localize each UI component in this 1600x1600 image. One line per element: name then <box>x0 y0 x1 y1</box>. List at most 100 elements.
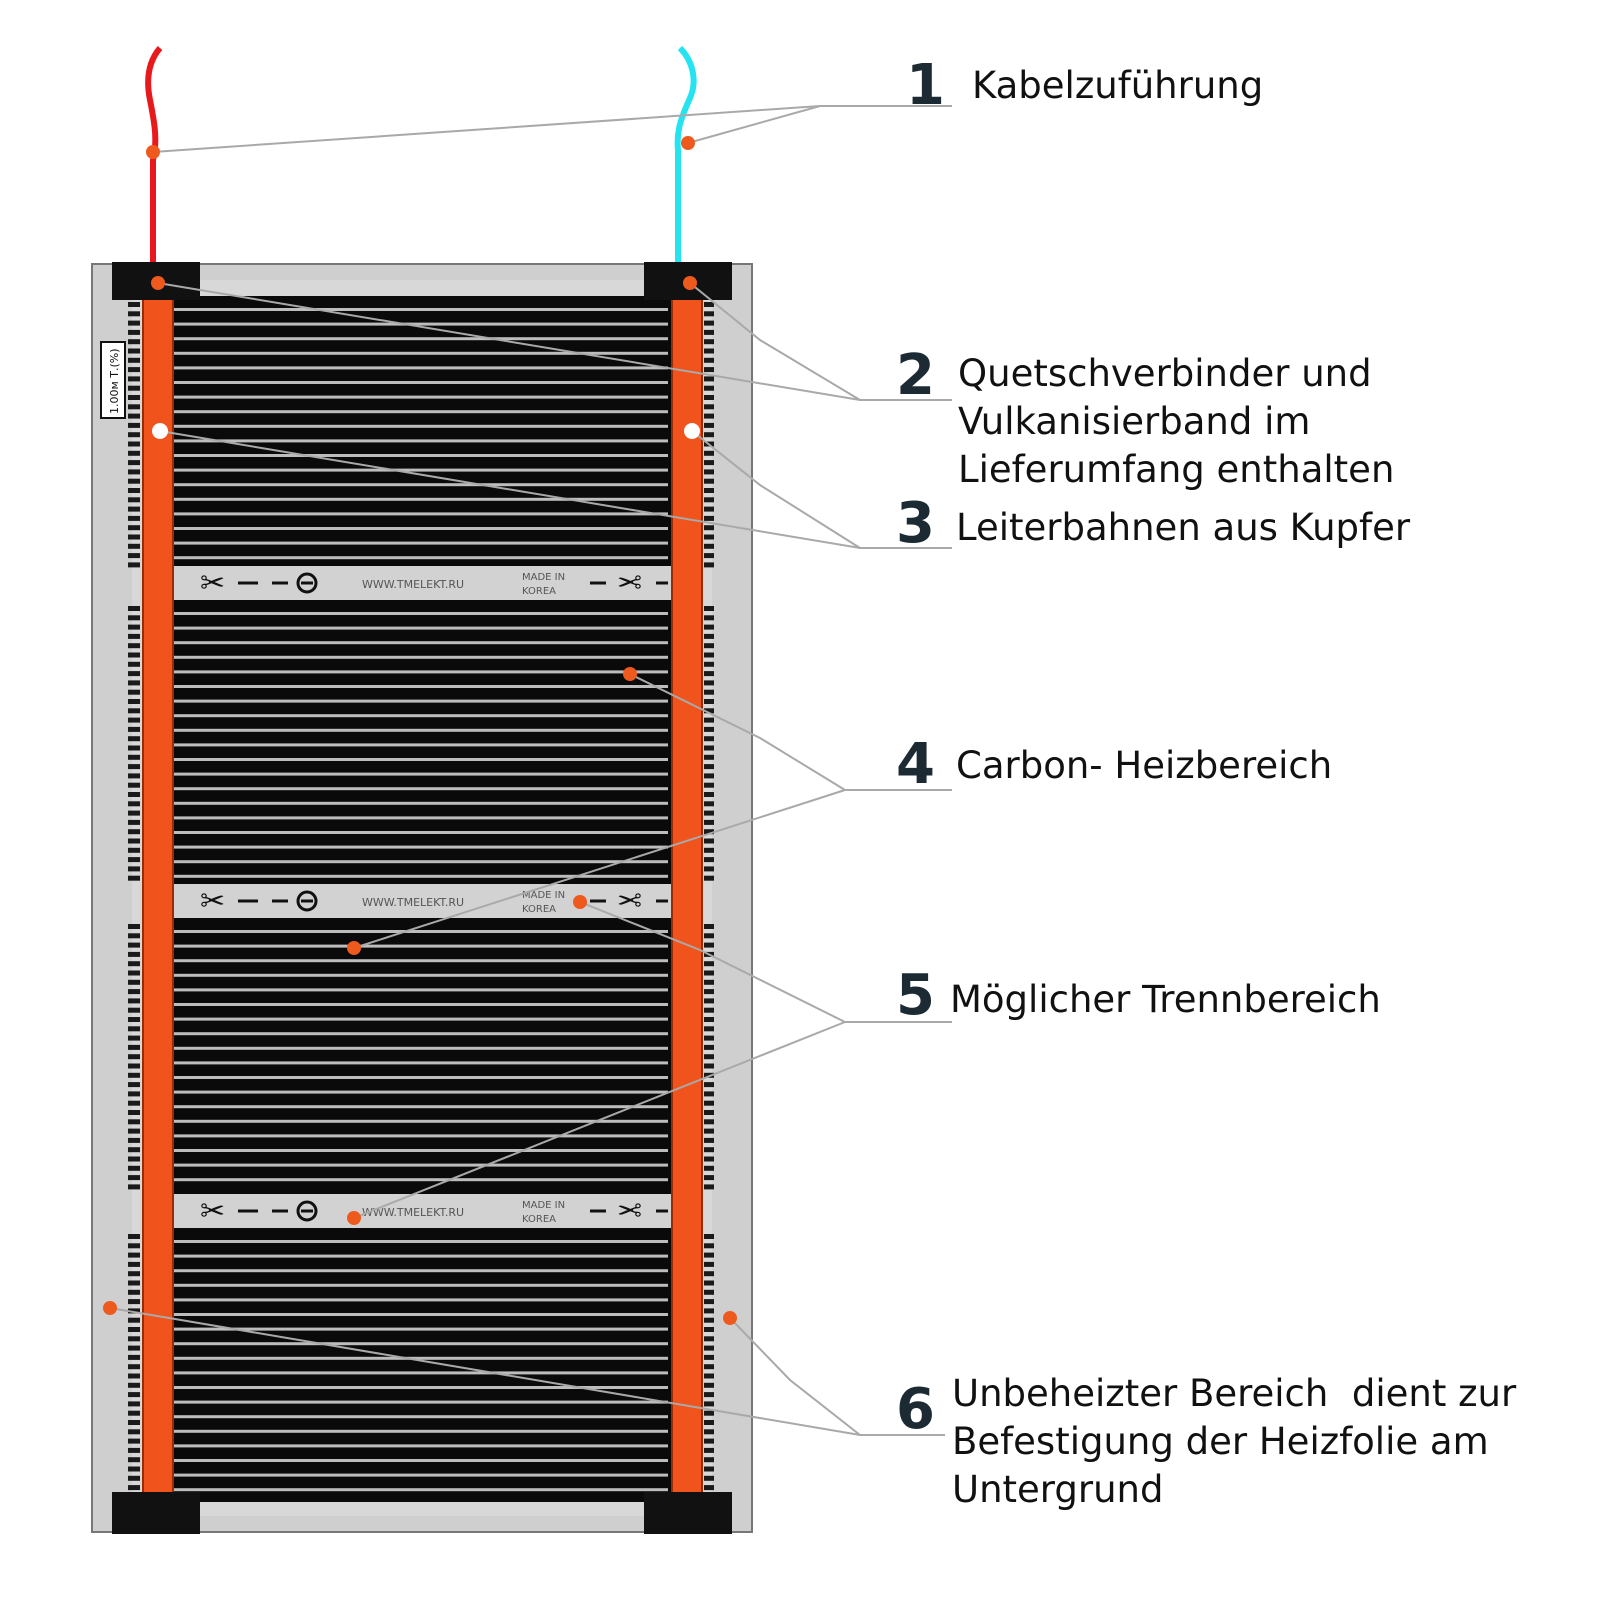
busbar-left <box>142 289 174 1503</box>
callout-number-4: 4 <box>896 732 935 797</box>
carbon-line <box>174 973 668 977</box>
carbon-line <box>174 1327 668 1331</box>
leader-4-top <box>629 673 952 791</box>
leader-1-left <box>152 105 952 153</box>
carbon-line <box>174 395 668 399</box>
carbon-line <box>174 1090 668 1094</box>
carbon-line <box>174 728 668 732</box>
marker-cut-top <box>573 895 587 909</box>
markers <box>103 136 737 1325</box>
scissors-icon: ✂ <box>617 1194 642 1229</box>
callout-number-3: 3 <box>896 491 935 556</box>
carbon-line <box>174 1134 668 1138</box>
leader-6-right <box>729 1317 861 1436</box>
carbon-line <box>174 874 668 878</box>
carbon-group <box>170 1228 672 1502</box>
carbon-line <box>174 1105 668 1109</box>
cut-strip-website: WWW.TMELEKT.RU <box>362 896 464 909</box>
carbon-line <box>174 1269 668 1273</box>
cut-strip-origin-2: KOREA <box>522 1214 556 1225</box>
marker-carbon-top <box>623 667 637 681</box>
carbon-line <box>174 512 668 516</box>
cut-strip-origin-2: KOREA <box>522 904 556 915</box>
carbon-line <box>174 944 668 948</box>
cut-strip: ✂ WWW.TMELEKT.RU MADE IN KOREA ✂ <box>170 1194 672 1229</box>
carbon-line <box>174 351 668 355</box>
carbon-line <box>174 845 668 849</box>
side-stamp: 1.00м Т.(%) <box>100 341 126 419</box>
callout-number-5: 5 <box>896 963 935 1028</box>
carbon-line <box>174 424 668 428</box>
carbon-line <box>174 366 668 370</box>
busbar-right <box>671 289 703 1503</box>
callout-label-4: Carbon- Heizbereich <box>956 744 1333 787</box>
cable-cyan <box>674 45 697 262</box>
cut-strip-website: WWW.TMELEKT.RU <box>362 578 464 591</box>
cut-strips: ✂ WWW.TMELEKT.RU MADE IN KOREA ✂ ✂ WWW.TMELEKT… <box>170 566 672 1229</box>
carbon-line <box>174 787 668 791</box>
leader-3-right <box>691 430 861 549</box>
scissors-icon: ✂ <box>200 1194 225 1229</box>
carbon-line <box>174 497 668 501</box>
carbon-line <box>174 699 668 703</box>
carbon-line <box>174 860 668 864</box>
cut-strip-website: WWW.TMELEKT.RU <box>362 1206 464 1219</box>
carbon-line <box>174 1254 668 1258</box>
carbon-line <box>174 1313 668 1316</box>
power-symbol-icon <box>296 1200 318 1222</box>
carbon-line <box>174 612 668 615</box>
carbon-line <box>174 1061 668 1065</box>
carbon-group <box>170 918 672 1194</box>
carbon-line <box>174 816 668 820</box>
edge-ticks <box>128 302 714 1500</box>
carbon-line <box>174 743 668 747</box>
carbon-line <box>174 483 668 487</box>
carbon-line <box>174 410 668 414</box>
carbon-line <box>174 685 668 688</box>
power-symbol-icon <box>296 572 318 594</box>
carbon-line <box>174 1415 668 1419</box>
leader-1-right <box>687 105 821 144</box>
carbon-line <box>174 758 668 761</box>
marker-busbar-right <box>684 423 700 439</box>
carbon-line <box>174 1444 668 1448</box>
marker-carbon-bottom <box>347 941 361 955</box>
carbon-group <box>170 600 672 884</box>
marker-cable-left <box>146 145 160 159</box>
carbon-line <box>174 1459 668 1462</box>
power-symbol-icon <box>296 890 318 912</box>
carbon-line <box>174 831 668 834</box>
callout-number-2: 2 <box>896 343 935 408</box>
carbon-line <box>174 1342 668 1346</box>
carbon-line <box>174 930 668 933</box>
cut-strip-origin-1: MADE IN <box>522 1200 565 1211</box>
carbon-line <box>174 1032 668 1036</box>
cut-strip-origin-1: MADE IN <box>522 890 565 901</box>
carbon-line <box>174 714 668 718</box>
carbon-line <box>174 1119 668 1123</box>
carbon-line <box>174 1283 668 1287</box>
carbon-line <box>174 1003 668 1006</box>
callout-label-2: Quetschverbinder und Vulkanisierband im … <box>958 352 1395 491</box>
marker-cut-bottom <box>347 1211 361 1225</box>
scissors-icon: ✂ <box>200 884 225 919</box>
clamp-bottom-right <box>644 1492 732 1534</box>
marker-edge-left <box>103 1301 117 1315</box>
leader-lines <box>109 105 952 1436</box>
carbon-line <box>174 1356 668 1360</box>
carbon-line <box>174 801 668 805</box>
carbon-line <box>174 454 668 457</box>
carbon-line <box>174 1371 668 1375</box>
leader-2-right <box>689 282 861 401</box>
carbon-group <box>170 296 672 566</box>
leader-5-bottom <box>353 1021 846 1219</box>
carbon-line <box>174 1149 668 1152</box>
carbon-line <box>174 1488 668 1492</box>
marker-edge-right <box>723 1311 737 1325</box>
marker-clamp-right <box>683 276 697 290</box>
carbon-line <box>174 308 668 311</box>
callout-label-6: Unbeheizter Bereich dient zur Befestigun… <box>952 1372 1517 1511</box>
